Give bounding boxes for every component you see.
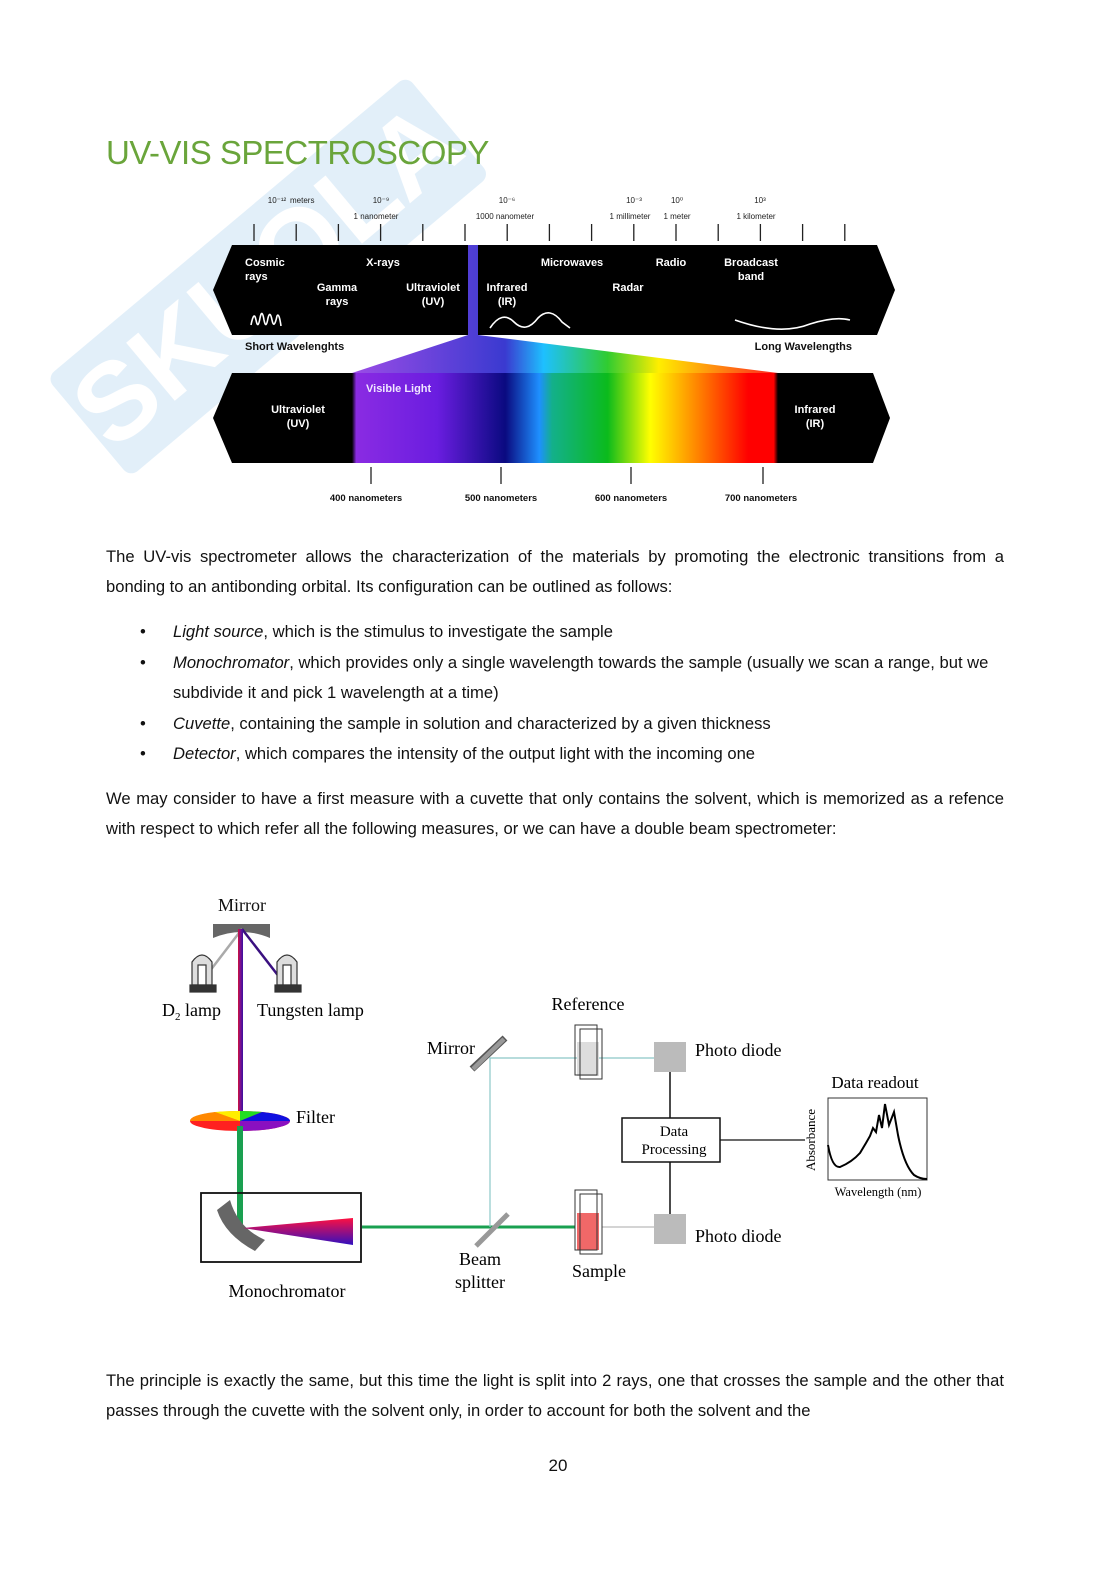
svg-text:rays: rays bbox=[245, 271, 268, 283]
svg-text:(IR): (IR) bbox=[498, 296, 517, 308]
svg-text:meters: meters bbox=[290, 196, 314, 205]
list-item: Detector, which compares the intensity o… bbox=[140, 739, 1004, 770]
svg-text:band: band bbox=[738, 271, 764, 283]
svg-text:Processing: Processing bbox=[642, 1142, 707, 1158]
svg-text:(IR): (IR) bbox=[806, 418, 825, 430]
list-item: Light source, which is the stimulus to i… bbox=[140, 617, 1004, 648]
double-beam-paragraph: We may consider to have a first measure … bbox=[106, 789, 1004, 838]
visible-gradient bbox=[352, 373, 778, 463]
svg-text:Microwaves: Microwaves bbox=[541, 257, 603, 269]
svg-text:Data: Data bbox=[660, 1124, 689, 1140]
visible-fan bbox=[352, 335, 778, 373]
svg-text:600 nanometers: 600 nanometers bbox=[595, 493, 667, 504]
list-item: Monochromator, which provides only a sin… bbox=[140, 648, 1004, 709]
svg-text:10⁻⁹: 10⁻⁹ bbox=[373, 196, 390, 205]
svg-text:D2 lamp: D2 lamp bbox=[162, 1000, 221, 1023]
svg-text:(UV): (UV) bbox=[422, 296, 445, 308]
svg-text:Filter: Filter bbox=[296, 1107, 335, 1127]
svg-text:1 millimeter: 1 millimeter bbox=[610, 212, 651, 221]
svg-text:10⁻¹²: 10⁻¹² bbox=[268, 196, 287, 205]
svg-text:Infrared: Infrared bbox=[487, 282, 528, 294]
em-band bbox=[213, 245, 895, 335]
svg-text:Monochromator: Monochromator bbox=[229, 1281, 346, 1301]
monochromator-box bbox=[200, 1192, 362, 1263]
svg-text:(UV): (UV) bbox=[287, 418, 310, 430]
svg-text:Data readout: Data readout bbox=[831, 1073, 919, 1092]
svg-text:Cosmic: Cosmic bbox=[245, 257, 285, 269]
scale-ticks bbox=[253, 224, 846, 241]
list-item: Cuvette, containing the sample in soluti… bbox=[140, 709, 1004, 740]
svg-text:rays: rays bbox=[326, 296, 349, 308]
svg-text:Beam: Beam bbox=[459, 1249, 501, 1269]
svg-text:10⁻⁶: 10⁻⁶ bbox=[499, 196, 515, 205]
svg-text:Short Wavelenghts: Short Wavelenghts bbox=[245, 341, 344, 353]
svg-text:700 nanometers: 700 nanometers bbox=[725, 493, 797, 504]
tungsten-lamp-icon bbox=[274, 954, 302, 993]
svg-text:Mirror: Mirror bbox=[427, 1038, 475, 1058]
svg-text:1 kilometer: 1 kilometer bbox=[736, 212, 775, 221]
svg-text:400 nanometers: 400 nanometers bbox=[330, 493, 402, 504]
double-beam-diagram: Mirror D2 lamp Tungsten lamp Filter Mono… bbox=[162, 895, 928, 1301]
reference-cuvette-icon bbox=[574, 1024, 603, 1080]
svg-text:Reference: Reference bbox=[552, 994, 625, 1014]
absorbance-curve bbox=[827, 1103, 928, 1180]
wave-icons bbox=[250, 312, 851, 330]
svg-text:Tungsten lamp: Tungsten lamp bbox=[257, 1000, 364, 1020]
page-title: UV-VIS SPECTROSCOPY bbox=[106, 134, 489, 171]
svg-text:1000 nanometer: 1000 nanometer bbox=[476, 212, 535, 221]
photo-diode-top bbox=[654, 1042, 686, 1072]
visible-slit bbox=[468, 245, 478, 335]
svg-text:1 meter: 1 meter bbox=[663, 212, 690, 221]
component-list: Light source, which is the stimulus to i… bbox=[140, 617, 1004, 770]
svg-text:Sample: Sample bbox=[572, 1261, 626, 1281]
svg-text:Photo diode: Photo diode bbox=[695, 1226, 782, 1246]
svg-text:Visible Light: Visible Light bbox=[366, 383, 432, 395]
svg-text:splitter: splitter bbox=[455, 1272, 505, 1292]
svg-text:Photo diode: Photo diode bbox=[695, 1040, 782, 1060]
page-number: 20 bbox=[548, 1456, 568, 1475]
photo-diode-bottom bbox=[654, 1214, 686, 1244]
svg-text:Radio: Radio bbox=[656, 257, 687, 269]
svg-text:Broadcast: Broadcast bbox=[724, 257, 778, 269]
svg-text:Wavelength (nm): Wavelength (nm) bbox=[835, 1185, 922, 1199]
svg-text:10³: 10³ bbox=[754, 196, 766, 205]
svg-text:Ultraviolet: Ultraviolet bbox=[406, 282, 460, 294]
svg-text:Gamma: Gamma bbox=[317, 282, 358, 294]
svg-text:X-rays: X-rays bbox=[366, 257, 400, 269]
principle-paragraph: The principle is exactly the same, but t… bbox=[106, 1371, 1004, 1420]
intro-paragraph: The UV-vis spectrometer allows the chara… bbox=[106, 547, 1004, 596]
readout-graph bbox=[827, 1097, 928, 1181]
filter-wheel-icon bbox=[189, 1110, 291, 1131]
svg-text:Radar: Radar bbox=[612, 282, 644, 294]
svg-text:500 nanometers: 500 nanometers bbox=[465, 493, 537, 504]
svg-text:Long Wavelengths: Long Wavelengths bbox=[755, 341, 852, 353]
d2-lamp-icon bbox=[189, 954, 217, 993]
svg-text:Absorbance: Absorbance bbox=[803, 1109, 818, 1171]
svg-text:1 nanometer: 1 nanometer bbox=[354, 212, 399, 221]
svg-text:10⁰: 10⁰ bbox=[671, 196, 683, 205]
svg-text:Infrared: Infrared bbox=[795, 404, 836, 416]
svg-text:Mirror: Mirror bbox=[218, 895, 266, 915]
light-beam bbox=[238, 929, 243, 1119]
svg-text:Ultraviolet: Ultraviolet bbox=[271, 404, 325, 416]
svg-text:10⁻³: 10⁻³ bbox=[626, 196, 642, 205]
sample-cuvette-icon bbox=[574, 1189, 603, 1255]
